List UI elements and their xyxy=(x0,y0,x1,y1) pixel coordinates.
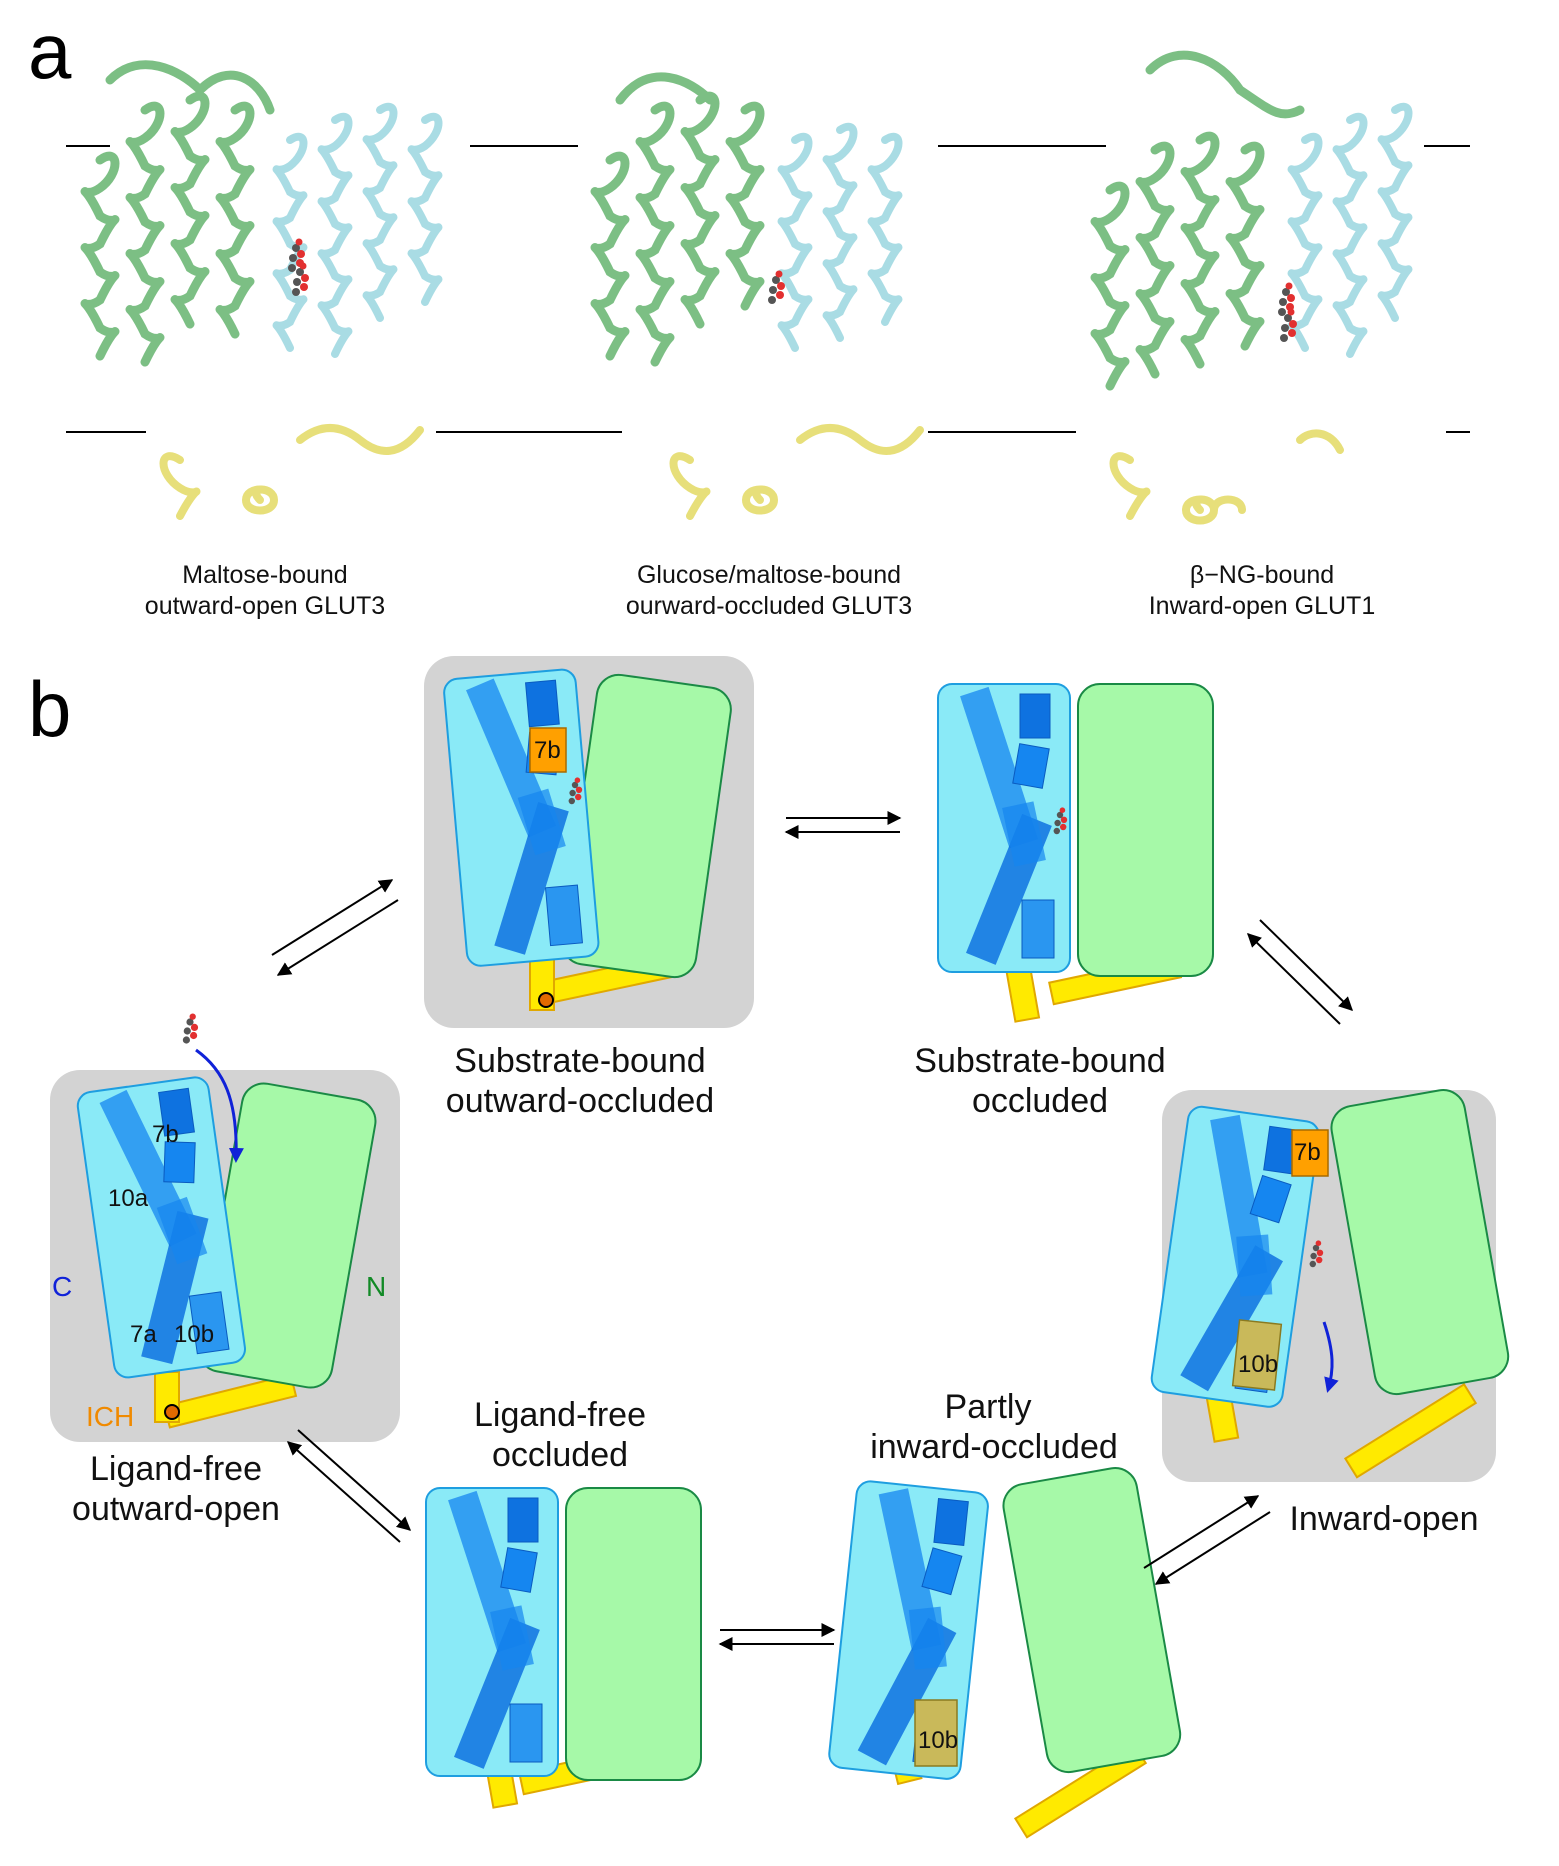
state-1-line2: outward-occluded xyxy=(446,1082,714,1120)
caption-1-line2: outward-open GLUT3 xyxy=(145,592,385,620)
state-6-line1: Ligand-free xyxy=(90,1450,262,1488)
ich-label: ICH xyxy=(86,1401,134,1432)
c-domain-ribbon xyxy=(1287,102,1413,358)
caption-3-line2: Inward-open GLUT1 xyxy=(1149,592,1376,620)
n-domain-label: N xyxy=(366,1271,386,1302)
eq-arrow xyxy=(286,1441,401,1543)
c-domain-label: C xyxy=(52,1271,72,1302)
helix-7b-label: 7b xyxy=(1294,1139,1321,1166)
c-domain-block xyxy=(442,667,601,968)
incoming-substrate xyxy=(182,1013,199,1044)
structure-inward-open-glut1 xyxy=(1090,50,1413,525)
state-inward-open: 7b 10b xyxy=(1148,1085,1513,1479)
c-domain-block xyxy=(826,1479,991,1782)
eq-arrow xyxy=(1143,1495,1260,1569)
binding-arrow xyxy=(195,1048,244,1163)
eq-arrow xyxy=(1259,919,1354,1011)
n-domain-block xyxy=(1077,683,1214,977)
substrate-stick xyxy=(1278,282,1297,342)
state-4-line2: inward-occluded xyxy=(870,1428,1118,1466)
panel-b-letter: b xyxy=(28,665,71,753)
caption-3-line1: β−NG-bound xyxy=(1190,561,1334,589)
membrane-lines xyxy=(66,145,1470,433)
n-domain-ribbon xyxy=(590,72,765,367)
n-domain-ribbon xyxy=(80,60,275,367)
eq-arrow xyxy=(297,1429,412,1531)
state-ligand-free-outward-open: 7b 10a 7a 10b C N ICH xyxy=(52,1013,386,1432)
panel-a: a xyxy=(28,7,1470,620)
eq-arrow xyxy=(1154,1511,1271,1585)
structure-outward-occluded-glut3 xyxy=(590,72,924,520)
helix-10b-label: 10b xyxy=(918,1727,958,1754)
helix-7b-orange xyxy=(529,727,567,773)
structure-outward-open-glut3 xyxy=(80,60,443,520)
ich-ribbon xyxy=(159,424,424,520)
helix-7b-label: 7b xyxy=(152,1121,179,1148)
caption-2-line2: ourward-occluded GLUT3 xyxy=(626,592,912,620)
ich-ribbon xyxy=(1109,429,1344,525)
state-6-line2: outward-open xyxy=(72,1490,280,1528)
caption-2-line1: Glucose/maltose-bound xyxy=(637,561,901,589)
state-2-line1: Substrate-bound xyxy=(914,1042,1165,1080)
helix-10a-label: 10a xyxy=(108,1185,149,1212)
c-domain-block xyxy=(425,1487,559,1777)
state-substrate-bound-occluded xyxy=(937,683,1214,1023)
ich-bar xyxy=(1343,1383,1478,1479)
helix-10b-label: 10b xyxy=(1238,1351,1278,1378)
equilibrium-arrows xyxy=(271,811,1354,1651)
state-4-line1: Partly xyxy=(945,1388,1032,1426)
state-5-line2: occluded xyxy=(492,1436,628,1474)
panel-b: b 7b xyxy=(28,656,1513,1839)
state-captions: Substrate-bound outward-occluded Substra… xyxy=(72,1042,1478,1538)
helix-10b-label: 10b xyxy=(174,1321,214,1348)
state-ligand-free-occluded xyxy=(425,1487,702,1809)
helix-7a-label: 7a xyxy=(130,1321,157,1348)
ich-ribbon xyxy=(669,424,924,520)
helix-7b-orange xyxy=(1291,1129,1329,1177)
gate-residue xyxy=(164,1404,180,1420)
panel-a-letter: a xyxy=(28,7,72,95)
release-arrow xyxy=(1322,1321,1339,1393)
c-domain-ribbon xyxy=(272,102,443,358)
state-substrate-bound-outward-occluded: 7b xyxy=(442,667,735,1011)
state-partly-inward-occluded: 10b xyxy=(826,1463,1185,1839)
helix-7b-label: 7b xyxy=(534,737,561,764)
eq-arrow xyxy=(1246,933,1341,1025)
c-domain-block xyxy=(937,683,1071,973)
n-domain-block xyxy=(565,1487,702,1781)
state-3-line1: Inward-open xyxy=(1289,1500,1478,1538)
eq-arrow xyxy=(276,899,399,976)
state-5-line1: Ligand-free xyxy=(474,1396,646,1434)
structure-captions: Maltose-bound outward-open GLUT3 Glucose… xyxy=(145,561,1375,620)
caption-1-line1: Maltose-bound xyxy=(182,561,347,589)
c-domain-ribbon xyxy=(777,122,903,352)
n-domain-ribbon xyxy=(1090,50,1305,391)
eq-arrow xyxy=(271,879,394,956)
state-1-line1: Substrate-bound xyxy=(454,1042,705,1080)
helix-10b-olive xyxy=(914,1699,958,1767)
helix-10b-olive xyxy=(1231,1319,1283,1391)
n-domain-block xyxy=(999,1463,1185,1777)
state-2-line2: occluded xyxy=(972,1082,1108,1120)
gate-residue xyxy=(538,992,554,1008)
